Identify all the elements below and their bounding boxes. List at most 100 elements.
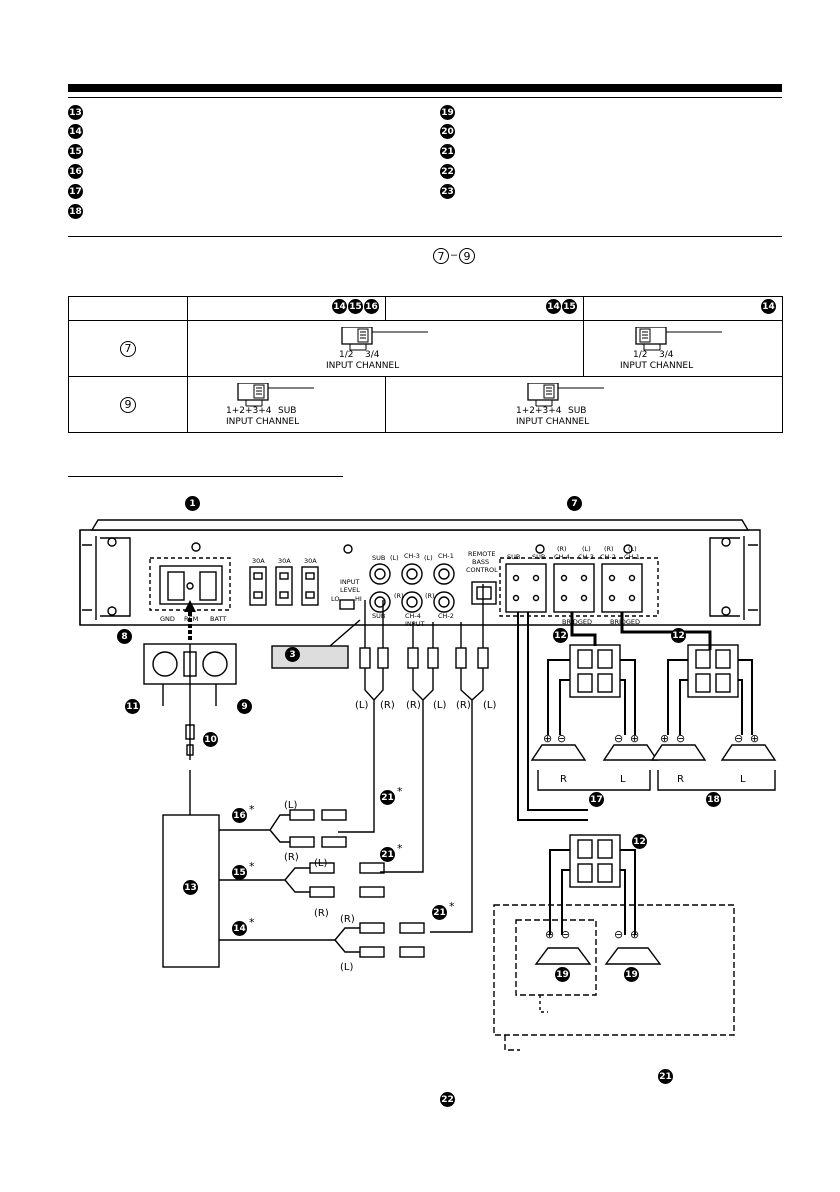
switch-label-12: 1/2: [339, 350, 354, 360]
callout-8: 8: [117, 629, 132, 644]
table-header: 14 15: [385, 296, 584, 321]
sub-switch-icon: [237, 383, 314, 407]
callout-10: 10: [203, 732, 218, 747]
spk-label: CH-1: [624, 553, 640, 561]
table-header-num: 15: [562, 299, 577, 314]
callout-13: 13: [183, 880, 198, 895]
asterisk: *: [249, 860, 255, 873]
switch-caption: INPUT CHANNEL: [620, 361, 694, 371]
minus-icon: ⊖: [561, 928, 570, 941]
callout-17: 17: [589, 792, 604, 807]
minus-icon: ⊖: [614, 928, 623, 941]
divider-top: [68, 97, 782, 98]
remote-label: REMOTE: [468, 550, 495, 558]
callout-21: 21: [658, 1069, 673, 1084]
cable-lr: (L): [284, 800, 297, 811]
callout-14: 14: [232, 921, 247, 936]
legend-num: 13: [68, 105, 83, 120]
remote-label: CONTROL: [466, 566, 498, 574]
spk-label: CH-4: [554, 553, 570, 561]
fuse-label: 30A: [278, 557, 291, 565]
asterisk: *: [249, 916, 255, 929]
note-mark-9: 9: [459, 248, 475, 264]
legend-num: 18: [68, 204, 83, 219]
fuse-label: 30A: [304, 557, 317, 565]
callout-19: 19: [555, 967, 570, 982]
speaker-lr: R: [560, 774, 567, 785]
table-header-num: 14: [761, 299, 776, 314]
rca-label: CH-2: [438, 612, 454, 620]
legend-num: 20: [440, 124, 455, 139]
lr-label: (R): [406, 700, 421, 711]
switch-label-mix: 1+2+3+4: [226, 406, 272, 416]
sub-switch-icon: [527, 383, 604, 407]
rca-label: (R): [425, 592, 435, 600]
spk-label: SUB: [532, 553, 545, 561]
legend-num: 17: [68, 184, 83, 199]
table-header-num: 14: [546, 299, 561, 314]
legend-num: 15: [68, 144, 83, 159]
lr-label: (L): [433, 700, 446, 711]
speaker-lr: R: [677, 774, 684, 785]
plus-icon: ⊕: [630, 732, 639, 745]
table-header: 14 15 16: [187, 296, 386, 321]
legend-num: 16: [68, 164, 83, 179]
callout-3: 3: [285, 647, 300, 662]
asterisk: *: [449, 900, 455, 913]
spk-label: SUB: [507, 553, 520, 561]
row-mark-9: 9: [120, 396, 136, 413]
cable-lr: (L): [340, 962, 353, 973]
spk-label: (L): [582, 545, 591, 553]
speaker-lr: L: [740, 774, 746, 785]
cable-lr: (L): [314, 858, 327, 869]
switch-label-34: 3/4: [365, 350, 380, 360]
lr-label: (L): [355, 700, 368, 711]
input-level-label: LEVEL: [340, 586, 360, 594]
spk-label: (R): [604, 545, 614, 553]
callout-12: 12: [671, 628, 686, 643]
power-label: GND: [160, 615, 175, 623]
spk-label: (L): [628, 545, 637, 553]
table-row-mark: 9: [68, 376, 188, 433]
section-underline: [68, 476, 343, 477]
spk-label: CH-3: [578, 553, 594, 561]
bridged-label: BRIDGED: [562, 618, 592, 626]
rca-label: SUB: [372, 612, 385, 620]
lr-label: (R): [456, 700, 471, 711]
callout-9: 9: [237, 699, 252, 714]
note-dash: –: [451, 249, 458, 261]
minus-icon: ⊖: [614, 732, 623, 745]
callout-18: 18: [706, 792, 721, 807]
rca-label: CH-1: [438, 552, 454, 560]
callout-16: 16: [232, 808, 247, 823]
hi-label: HI: [355, 595, 362, 603]
table-header-num: 16: [364, 299, 379, 314]
spk-label: CH-2: [600, 553, 616, 561]
channel-switch-icon: [635, 327, 722, 351]
remote-label: BASS: [472, 558, 489, 566]
cable-lr: (R): [340, 914, 355, 925]
table-header: 14: [583, 296, 783, 321]
switch-caption: INPUT CHANNEL: [326, 361, 400, 371]
legend-num: 19: [440, 105, 455, 120]
rca-label: CH-4: [405, 612, 421, 620]
power-label: REM: [184, 615, 198, 623]
minus-icon: ⊖: [734, 732, 743, 745]
fuse-label: 30A: [252, 557, 265, 565]
asterisk: *: [397, 785, 403, 798]
plus-icon: ⊕: [660, 732, 669, 745]
rca-label: CH-3: [404, 552, 420, 560]
rca-label: INPUT: [405, 620, 424, 628]
switch-caption: INPUT CHANNEL: [516, 417, 590, 427]
switch-label-12: 1/2: [633, 350, 648, 360]
table-corner: [68, 296, 188, 321]
plus-icon: ⊕: [545, 928, 554, 941]
table-row-mark: 7: [68, 320, 188, 377]
switch-cell: 1+2+3+4 SUB INPUT CHANNEL: [187, 376, 386, 433]
switch-cell: 1/2 3/4 INPUT CHANNEL: [583, 320, 783, 377]
rca-label: (L): [390, 554, 399, 562]
callout-11: 11: [125, 699, 140, 714]
cable-lr: (R): [284, 852, 299, 863]
channel-switch-icon: [341, 327, 428, 351]
switch-label-mix: 1+2+3+4: [516, 406, 562, 416]
